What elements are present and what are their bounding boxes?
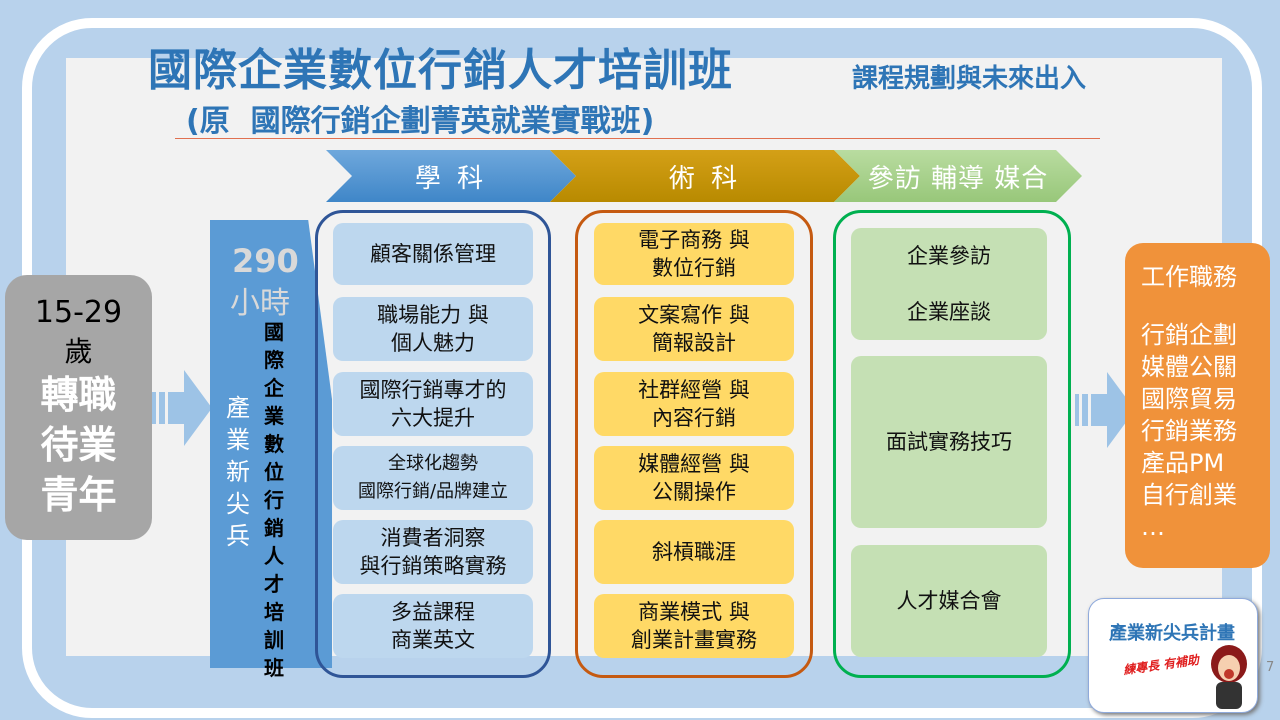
practical-course: 斜槓職涯 (594, 520, 794, 584)
age-unit: 歲 (64, 335, 93, 368)
jobs-list: 行銷企劃 媒體公關 國際貿易 行銷業務 產品PM 自行創業 … (1141, 321, 1237, 541)
practical-course: 媒體經營 與 公關操作 (594, 446, 794, 510)
page-number: 7 (1266, 660, 1275, 675)
visit-activity: 企業參訪 企業座談 (851, 228, 1047, 340)
audience-line: 青年 (40, 473, 117, 517)
practical-course: 商業模式 與 創業計畫實務 (594, 594, 794, 658)
academic-course: 國際行銷專才的 六大提升 (333, 372, 533, 436)
divider (175, 138, 1100, 139)
arrow-right-icon (152, 370, 212, 446)
visit-activity: 人才媒合會 (851, 545, 1047, 657)
target-audience-box: 15-29 歲 轉職 待業 青年 (5, 275, 152, 540)
program-badge: 產業新尖兵計畫 練專長 有補助 (1088, 598, 1258, 713)
page-subtitle: 課程規劃與未來出入 (852, 64, 1087, 94)
jobs-box: 工作職務 行銷企劃 媒體公關 國際貿易 行銷業務 產品PM 自行創業 … (1125, 243, 1270, 568)
academic-course: 顧客關係管理 (333, 223, 533, 285)
chevron-academic: 學 科 (326, 150, 576, 202)
program-bar: 290 小時 產業新尖兵 國際企業數位行銷人才培訓班 (210, 220, 300, 680)
visit-activity: 面試實務技巧 (851, 356, 1047, 528)
program-tag: 產業新尖兵 (226, 394, 250, 550)
age-range: 15-29 (34, 295, 123, 330)
badge-title: 產業新尖兵計畫 (1109, 623, 1235, 644)
practical-course: 電子商務 與 數位行銷 (594, 223, 794, 285)
audience-line: 待業 (40, 423, 117, 467)
practical-course: 社群經營 與 內容行銷 (594, 372, 794, 436)
hours: 290 (232, 242, 299, 280)
academic-course: 職場能力 與 個人魅力 (333, 297, 533, 361)
academic-course: 多益課程 商業英文 (333, 594, 533, 658)
chevron-practical: 術 科 (550, 150, 860, 202)
cheering-person-icon (1211, 645, 1247, 709)
jobs-heading: 工作職務 (1141, 263, 1237, 291)
visits-column (833, 210, 1071, 678)
badge-slogan: 練專長 有補助 (1122, 652, 1200, 678)
arrow-right-icon (1075, 372, 1135, 448)
audience-line: 轉職 (40, 373, 117, 417)
hours-unit: 小時 (230, 286, 290, 321)
practical-column (575, 210, 813, 678)
practical-course: 文案寫作 與 簡報設計 (594, 297, 794, 361)
program-name-vertical: 國際企業數位行銷人才培訓班 (264, 320, 284, 680)
chevron-visits: 參訪 輔導 媒合 (834, 150, 1082, 202)
academic-course: 全球化趨勢 國際行銷/品牌建立 (333, 446, 533, 510)
academic-column (315, 210, 551, 678)
page-title: 國際企業數位行銷人才培訓班 (148, 45, 733, 96)
former-name: (原 國際行銷企劃菁英就業實戰班) (186, 104, 655, 139)
academic-course: 消費者洞察 與行銷策略實務 (333, 520, 533, 584)
